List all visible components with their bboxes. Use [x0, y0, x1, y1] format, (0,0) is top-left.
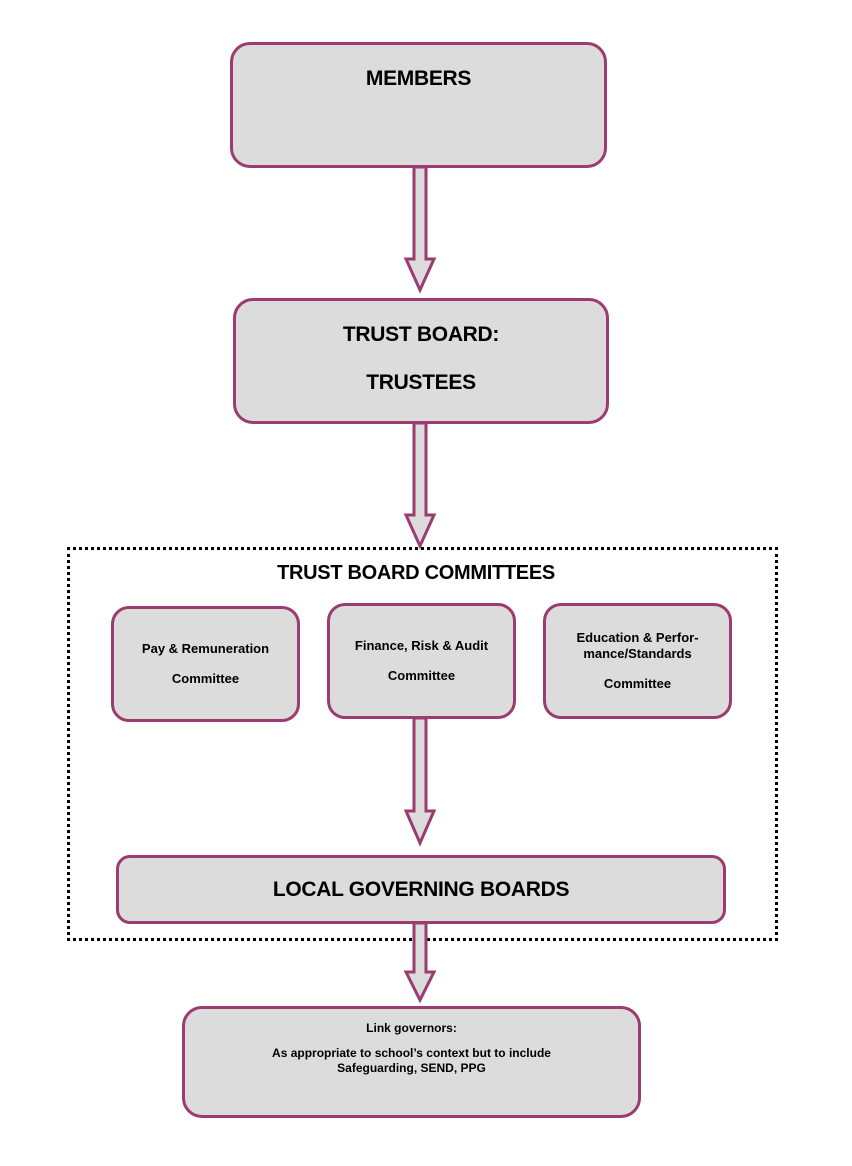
committee-label-line1: Pay & Remuneration: [141, 641, 270, 656]
trust-board-line2: TRUSTEES: [366, 371, 476, 394]
arrow-trust-board-to-committees: [403, 421, 437, 550]
committee-label-line1: Education & Perfor-: [576, 630, 699, 645]
arrow-lgb-to-link-governors: [403, 921, 437, 1004]
committee-label-line2: Committee: [171, 671, 240, 686]
arrow-members-to-trust-board: [403, 165, 437, 294]
members-box: MEMBERS: [230, 42, 607, 168]
committees-title: TRUST BOARD COMMITTEES: [277, 562, 555, 584]
committee-label-line1: Finance, Risk & Audit: [354, 638, 489, 653]
committee-label-line3: Committee: [603, 676, 672, 691]
committee-label-line2: Committee: [387, 668, 456, 683]
arrow-committees-to-lgb: [403, 716, 437, 847]
local-governing-boards-box: LOCAL GOVERNING BOARDS: [116, 855, 726, 924]
members-label: MEMBERS: [365, 67, 472, 90]
committee-label-line2: mance/Standards: [583, 646, 692, 661]
link-governors-box: Link governors: As appropriate to school…: [182, 1006, 641, 1118]
trust-board-box: TRUST BOARD: TRUSTEES: [233, 298, 609, 424]
committee-education-performance: Education & Perfor- mance/Standards Comm…: [543, 603, 732, 719]
trust-board-line1: TRUST BOARD:: [342, 323, 500, 346]
committee-finance-risk-audit: Finance, Risk & Audit Committee: [327, 603, 516, 719]
link-governors-line1: As appropriate to school’s context but t…: [272, 1046, 551, 1060]
local-governing-boards-label: LOCAL GOVERNING BOARDS: [272, 877, 570, 901]
link-governors-line2: Safeguarding, SEND, PPG: [337, 1061, 486, 1075]
committee-pay-remuneration: Pay & Remuneration Committee: [111, 606, 300, 722]
link-governors-title: Link governors:: [366, 1021, 457, 1035]
